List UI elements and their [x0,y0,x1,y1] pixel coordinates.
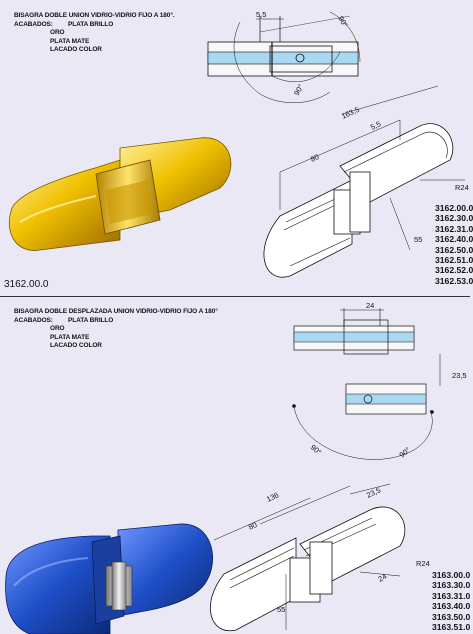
code-item: 3162.30.0 [435,213,473,224]
code-item: 3162.40.0 [435,234,473,245]
blue-hinge-photo [5,523,214,634]
code-item: 3163.31.0 [432,590,471,601]
dim-23-5-right: 23,5 [452,371,467,380]
top-plan-drawing [207,11,361,103]
code-item: 3163.40.0 [432,601,471,612]
code-item: 3162.52.0 [435,265,473,276]
bottom-plan-drawing [292,308,441,460]
bottom-product-title: BISAGRA DOBLE DESPLAZADA UNION VIDRIO-VI… [14,308,218,315]
dim-136: 136 [265,490,280,503]
dim-24-bottom: 24 [377,572,389,584]
top-iso-drawing [263,85,465,278]
code-item: 3163.30.0 [432,580,471,591]
code-item: 3162.31.0 [435,223,473,234]
top-code-list: 3162.00.0 3162.30.0 3162.31.0 3162.40.0 … [435,203,473,286]
top-product-title: BISAGRA DOBLE UNION VIDRIO-VIDRIO FIJO A… [14,12,175,19]
code-item: 3163.50.0 [432,611,471,622]
code-item: 3163.51.0 [432,622,471,633]
bottom-finish-item: PLATA MATE [50,333,90,341]
top-product-header: BISAGRA DOBLE UNION VIDRIO-VIDRIO FIJO A… [14,12,175,55]
dim-23-5: 23,5 [365,485,382,499]
dim-55: 55 [414,235,422,244]
dim-r24-bottom: R24 [416,559,430,568]
dim-5-5-top: 5,5 [256,10,266,19]
top-finishes-label: ACABADOS: [14,20,53,28]
dim-24-top: 24 [366,301,374,310]
top-finish-item: ORO [50,29,65,36]
bottom-product-header: BISAGRA DOBLE DESPLAZADA UNION VIDRIO-VI… [14,308,218,351]
bottom-finishes-label: ACABADOS: [14,316,53,324]
top-finish-item: LACADO COLOR [50,46,102,53]
top-finish-item: PLATA MATE [50,37,90,45]
bottom-finish-item: ORO [50,325,65,332]
code-item: 3163.00.0 [432,570,471,580]
code-item: 3162.53.0 [435,275,473,286]
dim-80-bottom: 80 [247,520,258,532]
bottom-finish-item: LACADO COLOR [50,342,102,349]
dim-80: 80 [309,152,320,164]
dim-5-5-iso: 5,5 [369,119,382,132]
code-item: 3162.51.0 [435,255,473,266]
bottom-code-list: 3163.00.0 3163.30.0 3163.31.0 3163.40.0 … [432,570,470,632]
top-model-code: 3162.00.0 [4,279,49,290]
dim-r24: R24 [455,183,469,192]
gold-hinge-photo [8,137,232,251]
dim-55-bottom: 55 [277,605,285,614]
bottom-iso-drawing [209,483,406,632]
section-divider [0,296,470,297]
code-item: 3162.00.0 [435,203,473,213]
top-finish-item: PLATA BRILLO [68,20,114,28]
bottom-finish-item: PLATA BRILLO [68,316,114,324]
code-item: 3162.50.0 [435,244,473,255]
